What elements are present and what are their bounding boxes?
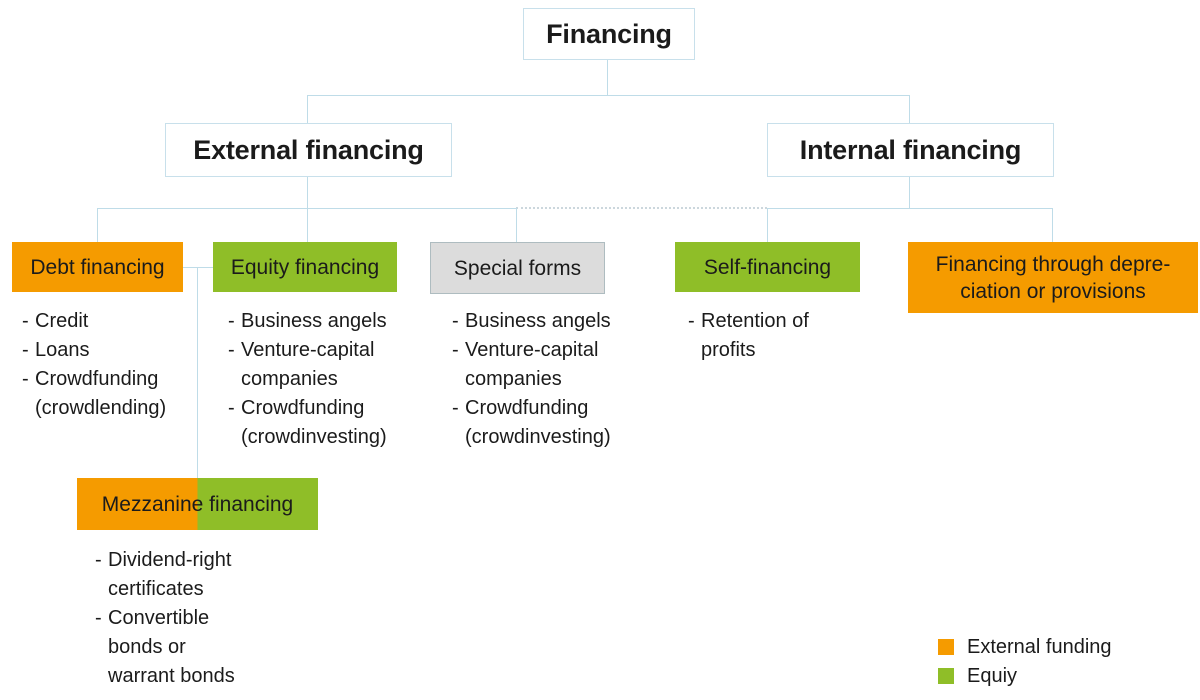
node-internal-financing: Internal financing xyxy=(767,123,1054,177)
connector-external-drop xyxy=(307,95,308,123)
list-bullet: - xyxy=(688,310,695,332)
list-item-text: Venture-capital companies xyxy=(241,339,375,390)
connector-root-vertical xyxy=(607,58,608,95)
list-item-text: Crowdfunding (crowdinvesting) xyxy=(465,397,611,448)
connector-stub-self xyxy=(767,208,768,242)
node-self-financing: Self-financing xyxy=(675,242,860,292)
list-item: - Venture-capital companies xyxy=(228,336,406,394)
node-financing: Financing xyxy=(523,8,695,60)
connector-internal-down xyxy=(909,175,910,208)
list-item-text: Convertible bonds or warrant bonds xyxy=(108,607,235,687)
list-item: - Crowdfunding (crowdlending) xyxy=(22,365,200,423)
connector-stub-debt xyxy=(97,208,98,242)
connector-mezzanine-vertical xyxy=(197,267,198,478)
connector-stub-depreciation xyxy=(1052,208,1053,242)
legend-row-external-funding: External funding xyxy=(938,636,1112,658)
mezzanine-financing-list: - Dividend-right certificates - Converti… xyxy=(95,546,253,691)
debt-financing-list: - Credit - Loans - Crowdfunding (crowdle… xyxy=(22,307,200,423)
legend-row-equity: Equiy xyxy=(938,665,1017,687)
list-item: - Business angels xyxy=(228,307,406,336)
list-item-text: Business angels xyxy=(241,310,387,332)
connector-stub-special xyxy=(516,208,517,242)
node-external-financing: External financing xyxy=(165,123,452,177)
list-item-text: Business angels xyxy=(465,310,611,332)
list-item: - Dividend-right certificates xyxy=(95,546,253,604)
list-item: - Credit xyxy=(22,307,200,336)
legend-label: Equiy xyxy=(967,664,1018,687)
node-depreciation-financing: Financing through depre- ciation or prov… xyxy=(908,242,1198,313)
list-item-text: Dividend-right certificates xyxy=(108,549,232,600)
list-item: - Business angels xyxy=(452,307,630,336)
list-bullet: - xyxy=(22,310,29,332)
connector-internal-drop xyxy=(909,95,910,123)
list-item-text: Crowdfunding (crowdinvesting) xyxy=(241,397,387,448)
list-item-text: Retention of profits xyxy=(701,310,809,361)
list-item-text: Loans xyxy=(35,339,90,361)
list-bullet: - xyxy=(452,310,459,332)
node-debt-financing: Debt financing xyxy=(12,242,183,292)
node-special-forms-label: Special forms xyxy=(453,256,582,280)
list-item: - Retention of profits xyxy=(688,307,821,365)
node-self-financing-label: Self-financing xyxy=(703,255,832,279)
list-bullet: - xyxy=(228,397,235,419)
node-depreciation-financing-label: Financing through depre- ciation or prov… xyxy=(935,252,1171,303)
node-mezzanine-financing-label: Mezzanine financing xyxy=(101,492,294,516)
connector-stub-equity xyxy=(307,208,308,242)
list-bullet: - xyxy=(22,368,29,390)
connector-internal-branch xyxy=(767,208,1052,209)
list-bullet: - xyxy=(95,607,102,629)
node-mezzanine-financing: Mezzanine financing xyxy=(77,478,318,530)
equity-financing-list: - Business angels - Venture-capital comp… xyxy=(228,307,406,452)
list-item: - Loans xyxy=(22,336,200,365)
legend-label: External funding xyxy=(967,635,1112,658)
legend-swatch-green xyxy=(938,668,954,684)
list-item: - Crowdfunding (crowdinvesting) xyxy=(452,394,630,452)
legend-swatch-orange xyxy=(938,639,954,655)
list-bullet: - xyxy=(228,339,235,361)
node-financing-label: Financing xyxy=(546,18,672,49)
list-item: - Convertible bonds or warrant bonds xyxy=(95,604,253,691)
list-bullet: - xyxy=(22,339,29,361)
connector-mezzanine-bridge xyxy=(183,267,213,268)
special-forms-list: - Business angels - Venture-capital comp… xyxy=(452,307,630,452)
connector-top-horizontal xyxy=(307,95,910,96)
node-internal-financing-label: Internal financing xyxy=(799,134,1022,165)
node-special-forms: Special forms xyxy=(430,242,605,294)
list-item-text: Credit xyxy=(35,310,89,332)
list-bullet: - xyxy=(228,310,235,332)
node-external-financing-label: External financing xyxy=(193,134,424,165)
list-bullet: - xyxy=(452,397,459,419)
list-item: - Crowdfunding (crowdinvesting) xyxy=(228,394,406,452)
node-debt-financing-label: Debt financing xyxy=(30,255,165,279)
connector-external-down xyxy=(307,175,308,208)
node-equity-financing: Equity financing xyxy=(213,242,397,292)
self-financing-list: - Retention of profits xyxy=(688,307,821,365)
list-bullet: - xyxy=(452,339,459,361)
list-item-text: Crowdfunding (crowdlending) xyxy=(35,368,167,419)
list-bullet: - xyxy=(95,549,102,571)
node-equity-financing-label: Equity financing xyxy=(230,255,380,279)
connector-external-branch xyxy=(97,208,516,209)
list-item: - Venture-capital companies xyxy=(452,336,630,394)
connector-dotted-link xyxy=(516,207,767,209)
list-item-text: Venture-capital companies xyxy=(465,339,599,390)
